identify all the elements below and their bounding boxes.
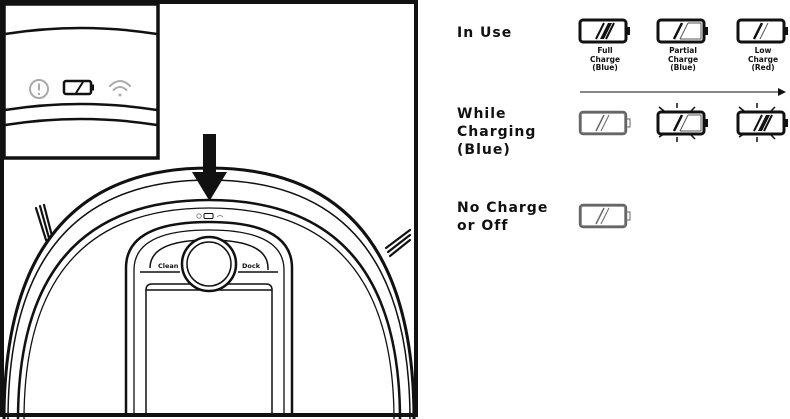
battery-legend	[578, 18, 788, 229]
side-brush-left	[34, 203, 54, 242]
label-line: Charge	[589, 54, 621, 64]
label-line: (Red)	[751, 63, 775, 72]
label-line: Charging	[457, 124, 537, 140]
side-brush-right	[384, 228, 412, 258]
label-line: No Charge	[457, 200, 549, 216]
main-button	[180, 235, 238, 293]
indicator-arrow	[192, 134, 227, 201]
label-line: (Blue)	[670, 63, 696, 72]
label-line: Charge	[747, 54, 779, 64]
robot-status-icons	[196, 213, 224, 219]
battery-icon	[62, 79, 94, 96]
label-line: Charge	[667, 54, 699, 64]
row-label-in-use: In Use	[457, 24, 512, 42]
label-line: In Use	[457, 25, 513, 41]
battery-partial-charge	[656, 18, 708, 44]
label-line: (Blue)	[592, 63, 618, 72]
label-line: Full	[597, 46, 613, 55]
label-line: Partial	[669, 46, 697, 55]
label-line: Low	[754, 46, 772, 55]
label-line: or Off	[457, 218, 509, 234]
dock-button-label: Dock	[242, 262, 261, 270]
blink-rays	[738, 103, 776, 142]
battery-charging-full-blinking	[736, 103, 788, 142]
battery-charging-empty	[578, 110, 631, 136]
battery-no-charge	[578, 203, 631, 229]
inset-zoom	[2, 2, 160, 160]
battery-full-charge	[578, 18, 630, 44]
row-label-no-charge: No Charge or Off	[457, 199, 548, 235]
alert-icon	[29, 79, 49, 99]
label-line: (Blue)	[457, 142, 511, 158]
blink-rays	[658, 103, 696, 142]
battery-low-charge	[736, 18, 788, 44]
battery-charging-partial-blinking	[656, 103, 708, 142]
wifi-icon	[109, 80, 131, 97]
label-line: While	[457, 106, 507, 122]
progression-arrow	[580, 88, 786, 96]
clean-button-label: Clean	[158, 262, 179, 270]
